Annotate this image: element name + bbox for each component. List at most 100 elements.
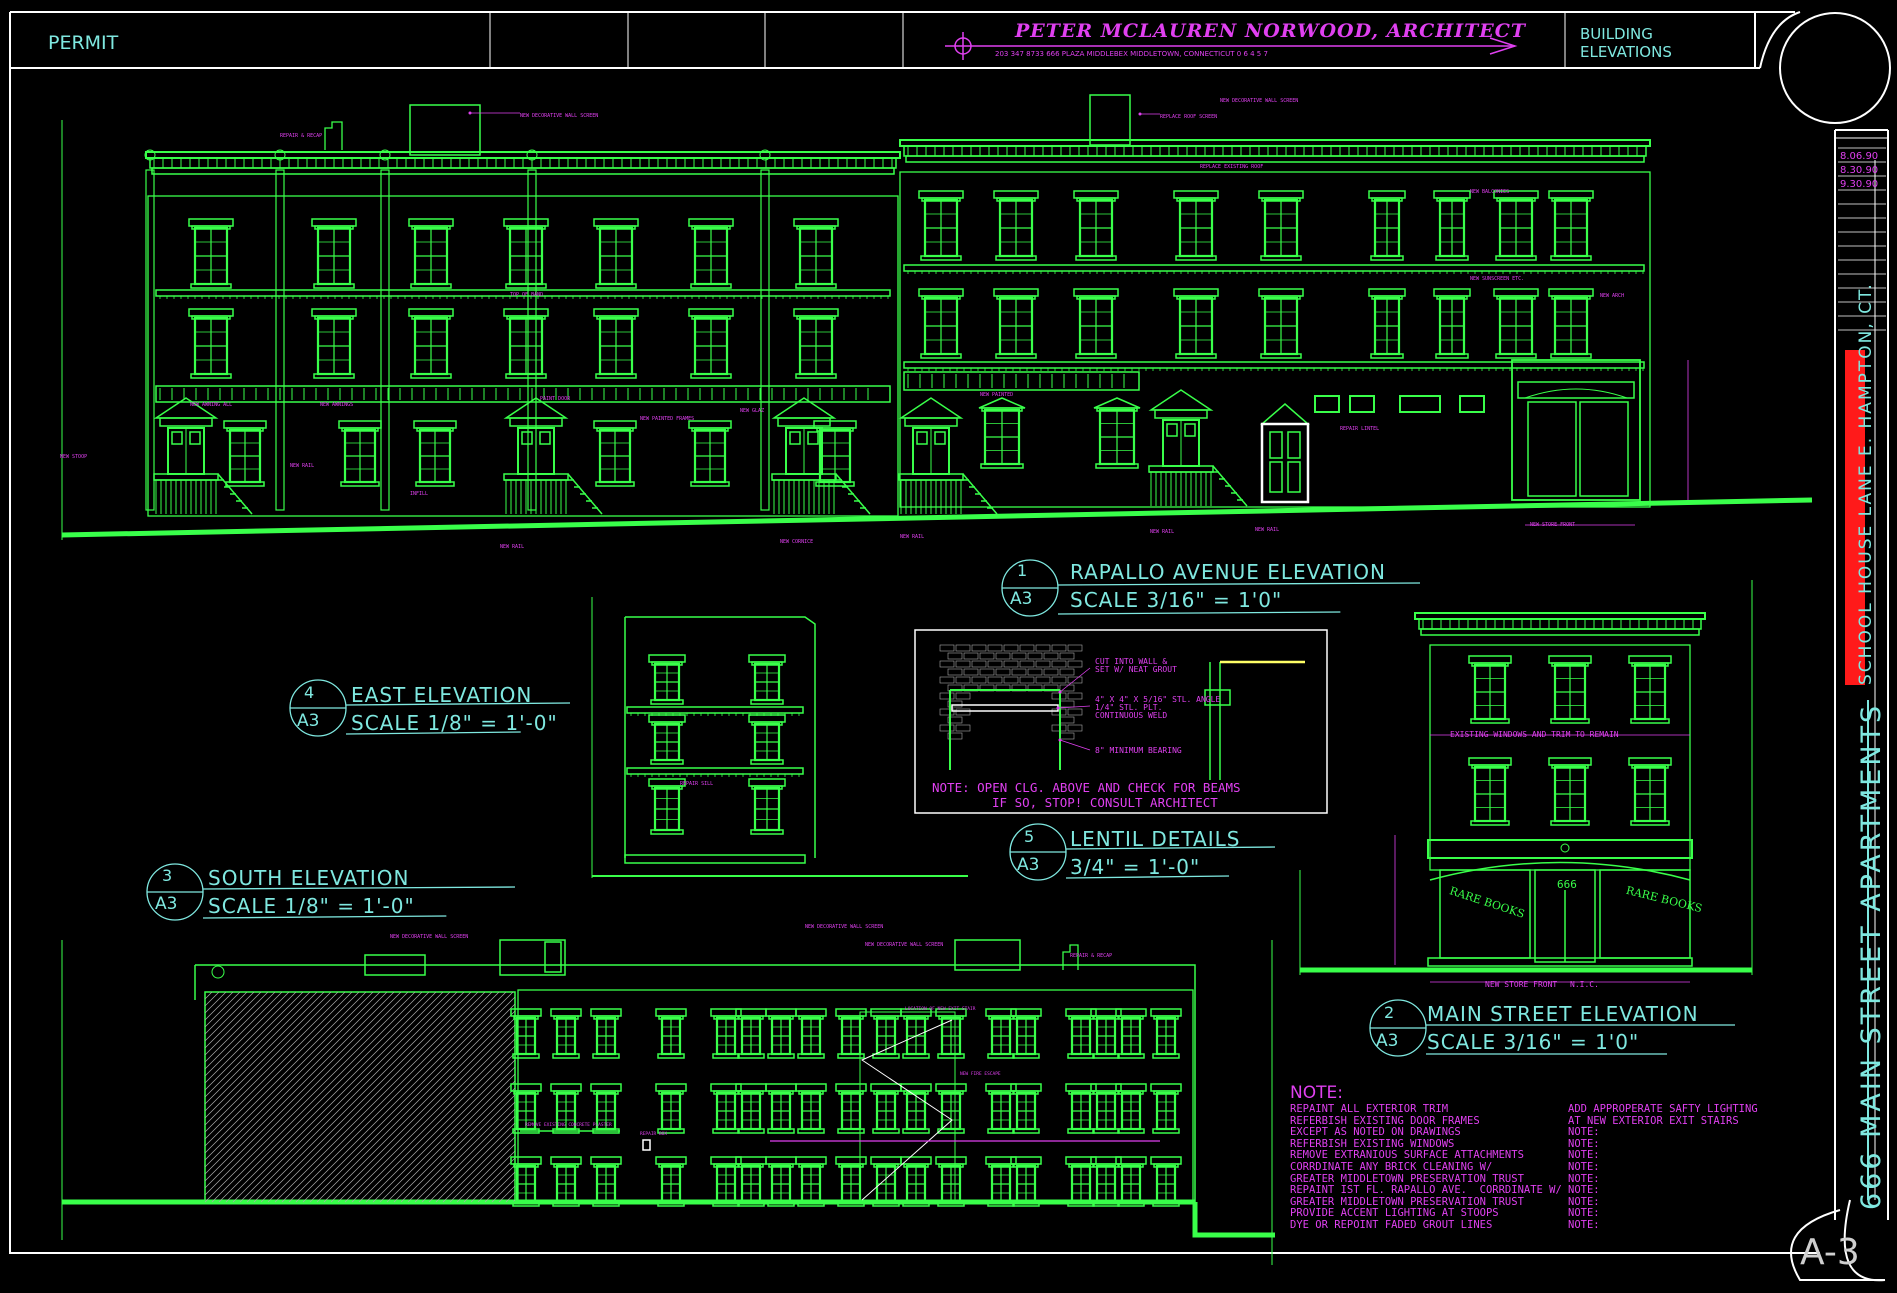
window: [900, 1083, 932, 1134]
finial: [526, 149, 538, 161]
window-sill: [1550, 718, 1590, 724]
cornice-cap: [899, 139, 1651, 147]
door-panel: [1166, 423, 1178, 437]
window-sill: [1435, 353, 1469, 359]
window-hood: [795, 1156, 827, 1165]
window: [688, 308, 734, 379]
window-hood: [408, 308, 454, 317]
window: [935, 1008, 967, 1059]
window-sill: [595, 481, 635, 487]
brick: [1019, 660, 1035, 668]
window-sill: [313, 373, 355, 379]
door-entablature: [777, 417, 831, 427]
hatch-line: [477, 1164, 516, 1203]
brick: [1051, 676, 1067, 684]
window-sill: [737, 1053, 765, 1059]
window: [993, 190, 1039, 261]
brick: [1059, 668, 1075, 676]
brick: [955, 676, 971, 684]
window-hood: [835, 1156, 867, 1165]
revision-date-2: 8.30.90: [1840, 165, 1879, 176]
window-sill: [797, 1053, 825, 1059]
entry-stoop: [898, 397, 998, 515]
hatch-line: [204, 991, 283, 1070]
window-hood: [1548, 655, 1592, 664]
annotation-text: LOCATION OF NEW EXIT STAIR: [905, 1006, 976, 1012]
storefront-sign-band: [1517, 381, 1635, 399]
brick: [947, 668, 963, 676]
note-line: DYE OR REPOINT FADED GROUT LINES: [1290, 1218, 1493, 1231]
leader-line: [1059, 739, 1091, 751]
window-hood: [1368, 190, 1406, 199]
hatch-line: [232, 991, 444, 1203]
brick: [971, 644, 987, 652]
brick: [1067, 692, 1083, 700]
hatch-line: [204, 991, 248, 1035]
window-sill: [837, 1128, 865, 1134]
window-sill: [1152, 1201, 1180, 1207]
hatch-line: [204, 991, 402, 1189]
lentil-callout-6: 8" MINIMUM BEARING: [1095, 746, 1182, 755]
door-pediment: [771, 397, 837, 419]
window-sill: [1630, 820, 1670, 826]
leader-line: [1059, 667, 1091, 693]
window: [793, 218, 839, 289]
hatch-line: [225, 991, 437, 1203]
hatch-line: [204, 991, 353, 1140]
annotation-text: REPAIR BOX: [640, 1131, 667, 1137]
window-sill: [690, 283, 732, 289]
window: [735, 1008, 767, 1059]
annotation-text: NEW RAIL: [500, 544, 524, 550]
window-sill: [767, 1201, 795, 1207]
chimney: [324, 121, 343, 150]
window: [1090, 1083, 1122, 1134]
hatch-line: [204, 991, 381, 1168]
detail-frame: [914, 629, 1328, 814]
hatch-line: [400, 1087, 516, 1203]
storefront-nic-label: N.I.C.: [1570, 980, 1599, 989]
window-hood: [188, 308, 234, 317]
note-line: EXCEPT AS NOTED ON DRAWINGS: [1290, 1126, 1461, 1139]
belt-course: [903, 361, 1645, 369]
hatch-line: [204, 991, 234, 1021]
window-sill: [902, 1053, 930, 1059]
brick: [1067, 660, 1083, 668]
south-outline: [195, 964, 1196, 1202]
window-hood: [550, 1156, 582, 1165]
brick: [1027, 652, 1043, 660]
storefront-band: [155, 385, 891, 403]
chimney: [1062, 944, 1079, 970]
storefront-window-right: [1599, 869, 1691, 959]
window-hood: [648, 654, 686, 663]
annotation-text: NEW RAIL: [290, 463, 314, 469]
pilaster: [380, 169, 390, 511]
window: [710, 1083, 742, 1134]
brick: [1051, 644, 1067, 652]
brick: [939, 692, 955, 700]
door-entablature: [1154, 409, 1208, 419]
window-sill: [190, 373, 232, 379]
window-hood: [1258, 288, 1304, 297]
window-hood: [311, 218, 357, 227]
cornice-cap: [145, 151, 901, 159]
door-panel: [539, 431, 551, 445]
window-hood: [900, 1083, 932, 1092]
door-panel: [189, 431, 201, 445]
window-hood: [793, 218, 839, 227]
brick: [987, 644, 1003, 652]
window-hood: [590, 1008, 622, 1017]
note-line: REMOVE EXTRANIOUS SURFACE ATTACHMENTS: [1290, 1149, 1524, 1162]
window-sill: [980, 463, 1024, 469]
window: [748, 778, 786, 835]
hatch-line: [204, 991, 339, 1126]
brick: [1059, 684, 1075, 692]
note-line: GREATER MIDDLETOWN PRESERVATION TRUST: [1290, 1172, 1524, 1185]
hatch-line: [323, 1010, 516, 1203]
window: [550, 1008, 582, 1059]
hatch-line: [288, 991, 500, 1203]
window: [1258, 288, 1304, 359]
belt-course: [155, 289, 891, 297]
hatch-line: [239, 991, 451, 1203]
window-sill: [1067, 1053, 1095, 1059]
